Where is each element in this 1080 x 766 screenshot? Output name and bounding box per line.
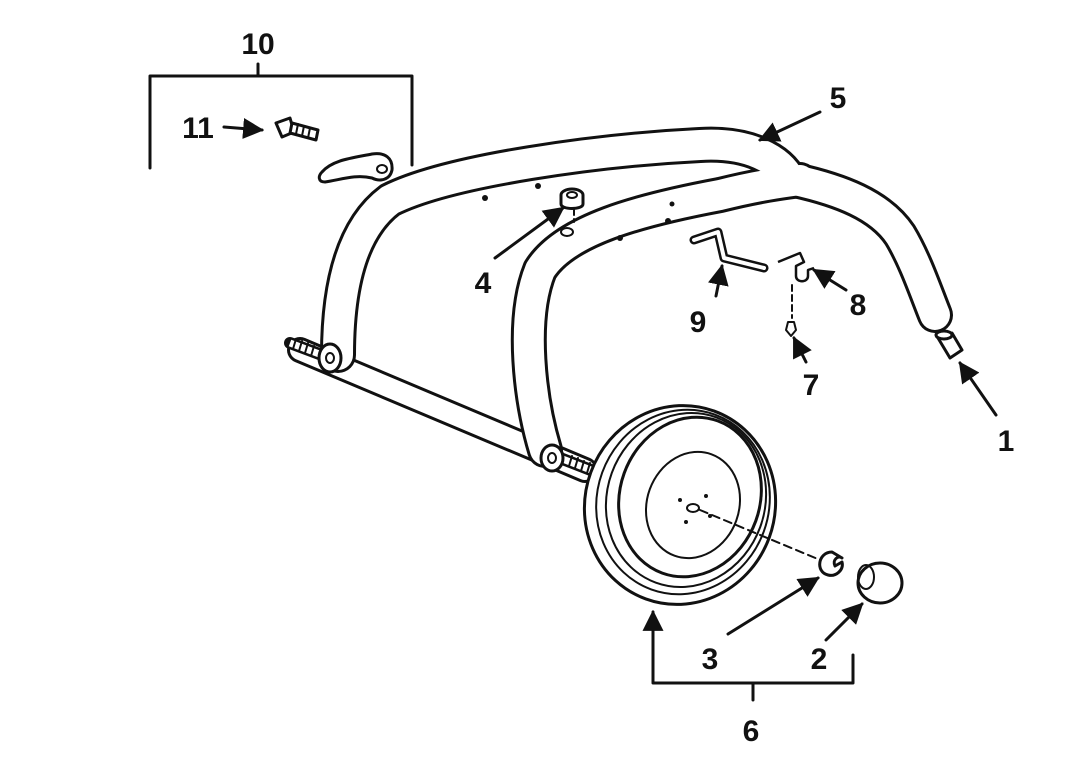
callout-8: 8	[850, 289, 867, 322]
bracket-10	[148, 62, 414, 170]
leader-5	[758, 110, 822, 142]
callout-2: 2	[811, 643, 828, 676]
leader-4	[493, 206, 565, 260]
part-hub-cap	[856, 561, 904, 605]
callout-4: 4	[475, 267, 492, 300]
leader-9	[707, 263, 729, 298]
leader-lines	[222, 110, 998, 642]
leader-3	[726, 576, 820, 636]
part-bushing	[559, 187, 585, 210]
callout-9: 9	[690, 306, 707, 339]
axis-line	[699, 509, 826, 563]
callout-numbers: 10 11 5 4 9 8 7 1 3 2 6	[182, 28, 1014, 748]
leader-7	[792, 336, 812, 364]
bracket-6	[651, 616, 855, 702]
wheel	[582, 404, 778, 606]
part-rod	[689, 227, 769, 273]
axle-thread-right	[554, 452, 602, 478]
part-retaining-ring	[818, 550, 844, 577]
callout-3: 3	[702, 643, 719, 676]
callout-6: 6	[743, 715, 760, 748]
part-bolt	[274, 116, 320, 142]
part-bracket	[777, 251, 815, 283]
handle-frame	[317, 126, 953, 473]
callout-1: 1	[998, 425, 1015, 458]
callout-5: 5	[830, 82, 847, 115]
callout-10: 10	[241, 28, 274, 61]
leader-1	[958, 361, 998, 417]
part-plug	[934, 329, 964, 360]
part-screw	[785, 321, 797, 337]
callout-11: 11	[182, 112, 214, 145]
leader-8	[812, 268, 848, 292]
part-latch	[317, 152, 394, 184]
leader-11	[222, 118, 265, 139]
leader-2	[824, 602, 864, 642]
callout-7: 7	[803, 369, 820, 402]
axle-thread-left	[284, 337, 328, 361]
